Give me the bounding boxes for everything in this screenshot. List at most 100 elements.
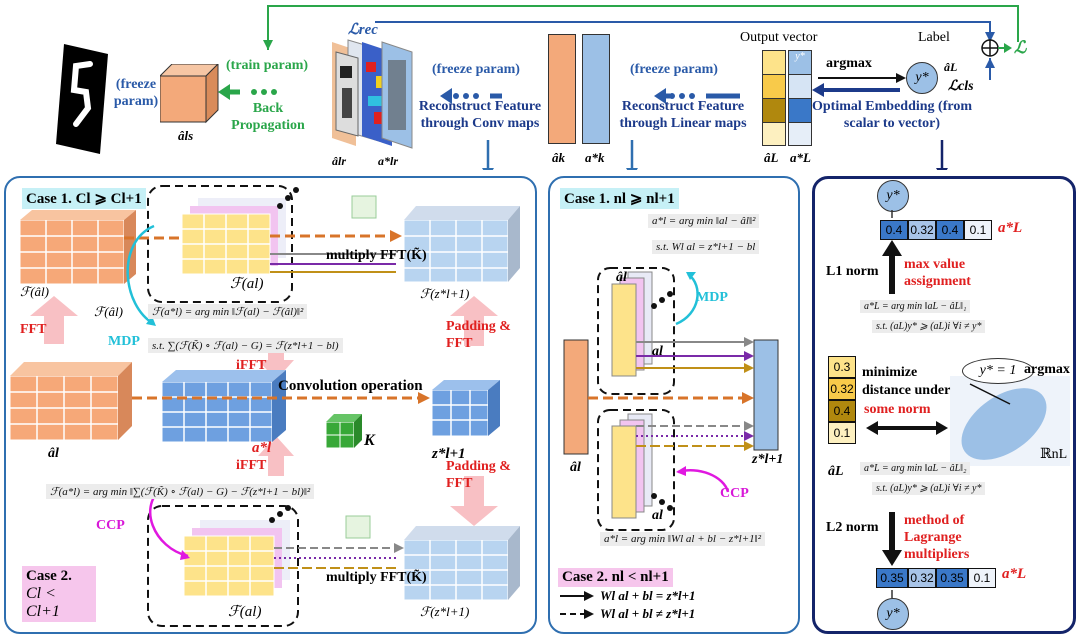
l-cls-label: ℒcls [948, 79, 974, 94]
some-norm-label: some norm [864, 402, 931, 417]
a-lr-label: âlr [332, 154, 347, 168]
vec-bottom-cell-2: 0.35 [936, 568, 968, 588]
output-vector-star: y* [788, 50, 812, 146]
right-formula-l2b: s.t. (aL)y* ⩾ (aL)i ∀i ≠ y* [872, 482, 986, 495]
freeze-param-mid-label: (freeze param) [432, 62, 520, 77]
legend-solid-label: Wl al + bl = z*l+1 [600, 588, 696, 603]
feature-cube [160, 64, 219, 124]
fft-label: FFT [20, 322, 47, 337]
l-rec-label: ℒrec [348, 22, 378, 38]
back-propagation-label: Back Propagation [231, 101, 305, 133]
left-formula-1b: s.t. ∑(ℱ(K̃) ∘ ℱ(al) − G) = ℱ(z*l+1 − bl… [148, 338, 343, 353]
vec-top-cell-1: 0.32 [908, 220, 936, 240]
output-vector-label: Output vector [740, 30, 818, 45]
vec-bottom-cell-3: 0.1 [968, 568, 996, 588]
mid-formula-2: a*l = arg min ‖Wl al + bl − z*l+1‖² [600, 532, 766, 546]
a-hat-l-left-mid: âl [570, 460, 581, 475]
left-case1-label: Case 1. Cl ⩾ Cl+1 [22, 188, 146, 209]
max-value-assignment-label: max value assignment [904, 257, 971, 289]
left-case2-line2: Cl < Cl+1 [26, 585, 60, 620]
mid-panel-graphics [560, 267, 779, 619]
vert-cell-1: 0.32 [828, 378, 856, 400]
a-L-star-top-label: a*L [998, 220, 1023, 236]
vert-cell-2: 0.4 [828, 400, 856, 422]
l1-norm-label: L1 norm [826, 264, 879, 279]
a-k-star-label: a*k [585, 150, 605, 165]
F-a-l-top: ℱ(al) [230, 276, 264, 292]
mid-case2-label: Case 2. nl < nl+1 [558, 568, 673, 587]
optimal-embedding-label: Optimal Embedding (from scalar to vector… [812, 99, 972, 131]
a-lr-star-label: a*lr [378, 154, 399, 168]
argmax-label: argmax [826, 56, 872, 71]
conv-operation-label: Convolution operation [278, 378, 423, 394]
F-a-l-bottom: ℱ(al) [228, 604, 262, 620]
padding-fft-bottom: Padding & FFT [446, 459, 511, 491]
a-l-top-mid: al [652, 344, 663, 359]
output-vector-hat [762, 50, 786, 146]
z-star-mid: z*l+1 [752, 452, 784, 467]
F-z-bottom: ℱ(z*l+1) [420, 604, 470, 619]
vec-top-cell-2: 0.4 [936, 220, 964, 240]
mnist-digit-image [56, 44, 108, 154]
left-case2-box: Case 2. Cl < Cl+1 [22, 566, 96, 622]
left-case2-line1: Case 2. [26, 568, 72, 584]
vert-cell-0: 0.3 [828, 356, 856, 378]
padding-fft-top: Padding & FFT [446, 319, 511, 351]
R-nL-label: ℝnL [1040, 447, 1068, 462]
F-z-top: ℱ(z*l+1) [420, 286, 470, 301]
z-star-left: z*l+1 [432, 446, 466, 462]
left-panel-graphics [9, 185, 520, 627]
right-panel-graphics [866, 210, 1070, 598]
vec-top-cell-0: 0.4 [880, 220, 908, 240]
lagrange-label: method of Lagrange multipliers [904, 513, 970, 562]
label-embedding-panel [812, 176, 1076, 634]
a-k-star-bar [582, 34, 610, 144]
vec-top-cell-3: 0.1 [964, 220, 992, 240]
a-L-label: âL [764, 150, 779, 165]
argmax-right-label: argmax [1024, 362, 1070, 377]
ifft-bottom: iFFT [236, 458, 267, 473]
train-param-label: (train param) [226, 58, 309, 73]
l-total-label: ℒ [1014, 38, 1027, 57]
reconstruct-linear-label: Reconstruct Feature through Linear maps [619, 99, 747, 131]
a-k-hat-bar [548, 34, 576, 144]
mid-formula-1b: s.t. Wl al = z*l+1 − bl [652, 240, 760, 254]
mdp-mid-label: MDP [696, 290, 728, 305]
mdp-left-label: MDP [108, 334, 140, 349]
ccp-left-label: CCP [96, 518, 125, 533]
a-hat-l-top-mid: âl [616, 270, 627, 285]
conv-reconstruction-panel [4, 176, 537, 634]
a-L-star-bottom-label: a*L [1002, 566, 1027, 582]
reconstruct-conv-label: Reconstruct Feature through Conv maps [418, 99, 542, 131]
right-formula-l1b: s.t. (aL)y* ⩾ (aL)i ∀i ≠ y* [872, 320, 986, 333]
ifft-top: iFFT [236, 358, 267, 373]
y-star-bottom-node: y* [877, 598, 909, 630]
F-a-hat-top: ℱ(âl) [20, 284, 49, 299]
mid-case1-label: Case 1. nl ⩾ nl+1 [560, 188, 679, 209]
a-L-hat-small-label: âL [944, 60, 958, 74]
label-y-star-node: y* [906, 62, 938, 94]
left-formula-1a: ℱ(a*l) = arg min ‖ℱ(al) − ℱ(âl)‖² [148, 304, 308, 319]
a-k-label: âk [552, 150, 565, 165]
l2-norm-label: L2 norm [826, 520, 879, 535]
reconstructed-feature-maps [332, 39, 413, 149]
mid-formula-1a: a*l = arg min ‖al − âl‖² [648, 214, 760, 228]
F-a-hat-mid: ℱ(âl) [94, 304, 123, 319]
ccp-mid-label: CCP [720, 486, 749, 501]
linear-reconstruction-panel [548, 176, 800, 634]
vec-bottom-cell-1: 0.32 [908, 568, 936, 588]
label-text: Label [918, 30, 950, 45]
minimize-label: minimize distance under [862, 365, 951, 398]
legend-dashed-label: Wl al + bl ≠ z*l+1 [600, 606, 696, 621]
y-eq-1-node: y* = 1 [962, 358, 1034, 384]
left-formula-2: ℱ(a*l) = arg min ‖∑(ℱ(K̃) ∘ ℱ(al) − G) −… [46, 484, 315, 499]
a-ls-label: âls [178, 128, 194, 143]
vert-cell-3: 0.1 [828, 422, 856, 444]
right-formula-l2a: a*L = arg min ‖aL − âL‖₂ [860, 462, 971, 475]
freeze-param-right-label: (freeze param) [630, 62, 718, 77]
a-l-bottom-mid: al [652, 508, 663, 523]
y-star-top-node: y* [877, 180, 909, 212]
freeze-param-left-label: (freeze param) [113, 77, 159, 109]
a-L-star-label: a*L [790, 150, 811, 165]
multiply-fft-bottom: multiply FFT(K̃) [326, 570, 427, 585]
